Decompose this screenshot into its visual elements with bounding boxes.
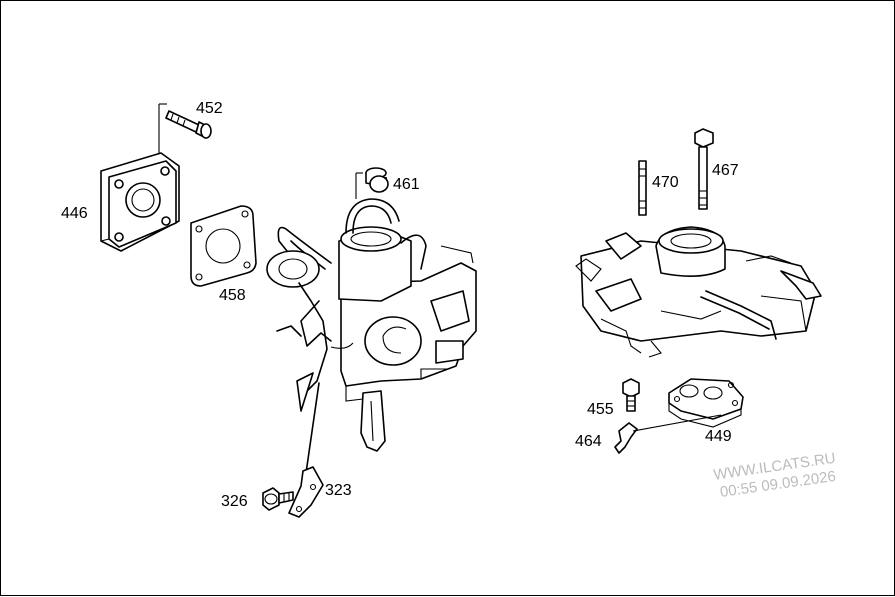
callout-446: 446 — [61, 205, 88, 222]
callout-458: 458 — [219, 287, 246, 304]
callout-470: 470 — [652, 174, 679, 191]
part-323-bracket[interactable] — [288, 382, 324, 518]
part-467-bolt[interactable] — [694, 128, 714, 210]
watermark: WWW.ILCATS.RU 00:55 09.09.2026 — [712, 450, 836, 501]
callout-326: 326 — [221, 493, 248, 510]
part-470-stud[interactable] — [638, 160, 647, 216]
callout-461: 461 — [393, 176, 420, 193]
part-464-clip[interactable] — [614, 422, 638, 454]
part-452-bolt[interactable] — [165, 110, 212, 139]
part-455-screw[interactable] — [622, 378, 640, 412]
part-449-plate[interactable] — [668, 378, 744, 428]
callout-323: 323 — [325, 482, 352, 499]
part-461-plug[interactable] — [365, 167, 389, 193]
callout-452: 452 — [196, 100, 223, 117]
callout-449: 449 — [705, 428, 732, 445]
leader-464-449 — [632, 414, 722, 432]
part-326-screw[interactable] — [262, 487, 294, 511]
part-446-flange[interactable] — [100, 152, 180, 252]
part-458-gasket[interactable] — [190, 205, 257, 287]
carburetor-left[interactable] — [266, 198, 477, 452]
callout-464: 464 — [575, 433, 602, 450]
callout-467: 467 — [712, 162, 739, 179]
callout-455: 455 — [587, 401, 614, 418]
carburetor-right[interactable] — [575, 226, 822, 358]
